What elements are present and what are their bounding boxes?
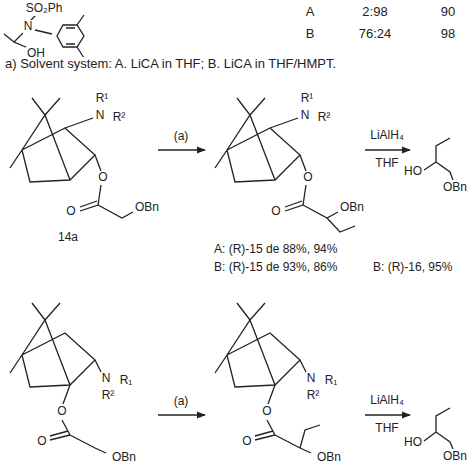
table-cell: 2:98: [361, 5, 388, 19]
yield-note: A: (R)-15 de 88%, 94%: [213, 243, 338, 256]
atom-label: R₁: [324, 374, 339, 387]
atom-label: O: [65, 205, 76, 218]
table-cell: B: [305, 27, 316, 41]
atom-label: HO: [403, 165, 423, 178]
atom-label: OBn: [316, 451, 342, 464]
atom-label: O: [302, 171, 313, 184]
atom-label: O: [241, 435, 252, 448]
atom-label: O: [261, 405, 272, 418]
reaction-arrow: [158, 414, 205, 415]
atom-label: OBn: [339, 201, 365, 214]
reaction-arrow: [158, 149, 205, 150]
condition-label: (a): [173, 130, 190, 143]
reagent-label: LiAlH₄: [369, 129, 405, 142]
substituent-bonds: [270, 118, 355, 232]
reaction-arrow: [365, 149, 410, 150]
atom-label: R²: [101, 389, 116, 402]
atom-label: O: [56, 405, 67, 418]
yield-note: B: (R)-15 de 93%, 86%: [213, 261, 338, 274]
reaction-arrow: [365, 414, 410, 415]
atom-label: OBn: [442, 450, 468, 463]
atom-label: N: [101, 372, 112, 385]
substituent-bonds: [65, 118, 133, 218]
table-cell: 76:24: [358, 27, 393, 41]
bornane-skeleton: [10, 98, 95, 182]
atom-label: N: [306, 372, 317, 385]
atom-label: R₁: [119, 374, 134, 387]
reagent-label: THF: [374, 422, 399, 435]
bornane-skeleton: [10, 303, 95, 387]
product-chain: [424, 138, 453, 180]
atom-label: OBn: [111, 451, 137, 464]
atom-label: N: [23, 20, 34, 33]
atom-label: R¹: [95, 92, 110, 105]
atom-label: SO₂Ph: [25, 2, 64, 15]
compound-number: 14a: [57, 231, 79, 244]
atom-label: N: [95, 109, 106, 122]
bornane-skeleton: [215, 303, 300, 387]
atom-label: O: [97, 171, 108, 184]
atom-label: OBn: [442, 181, 468, 194]
product-chain: [424, 408, 453, 449]
condition-label: (a): [173, 395, 190, 408]
footnote: a) Solvent system: A. LiCA in THF; B. Li…: [4, 57, 337, 71]
substituent-bonds: [50, 360, 106, 453]
table-cell: 98: [440, 27, 456, 41]
table-cell: 90: [440, 5, 456, 19]
atom-label: R²: [317, 111, 332, 124]
atom-label: HO: [403, 436, 423, 449]
reagent-label: THF: [374, 157, 399, 170]
substituent-bonds: [255, 360, 320, 453]
table-cell: A: [305, 5, 316, 19]
bornane-skeleton: [215, 98, 300, 182]
reagent-label: LiAlH₄: [369, 394, 405, 407]
yield-note: B: (R)-16, 95%: [372, 261, 453, 274]
atom-label: O: [270, 205, 281, 218]
atom-label: OBn: [134, 201, 160, 214]
atom-label: N: [300, 109, 311, 122]
atom-label: R²: [306, 389, 321, 402]
atom-label: O: [36, 435, 47, 448]
atom-label: R²: [112, 111, 127, 124]
atom-label: R¹: [300, 92, 315, 105]
